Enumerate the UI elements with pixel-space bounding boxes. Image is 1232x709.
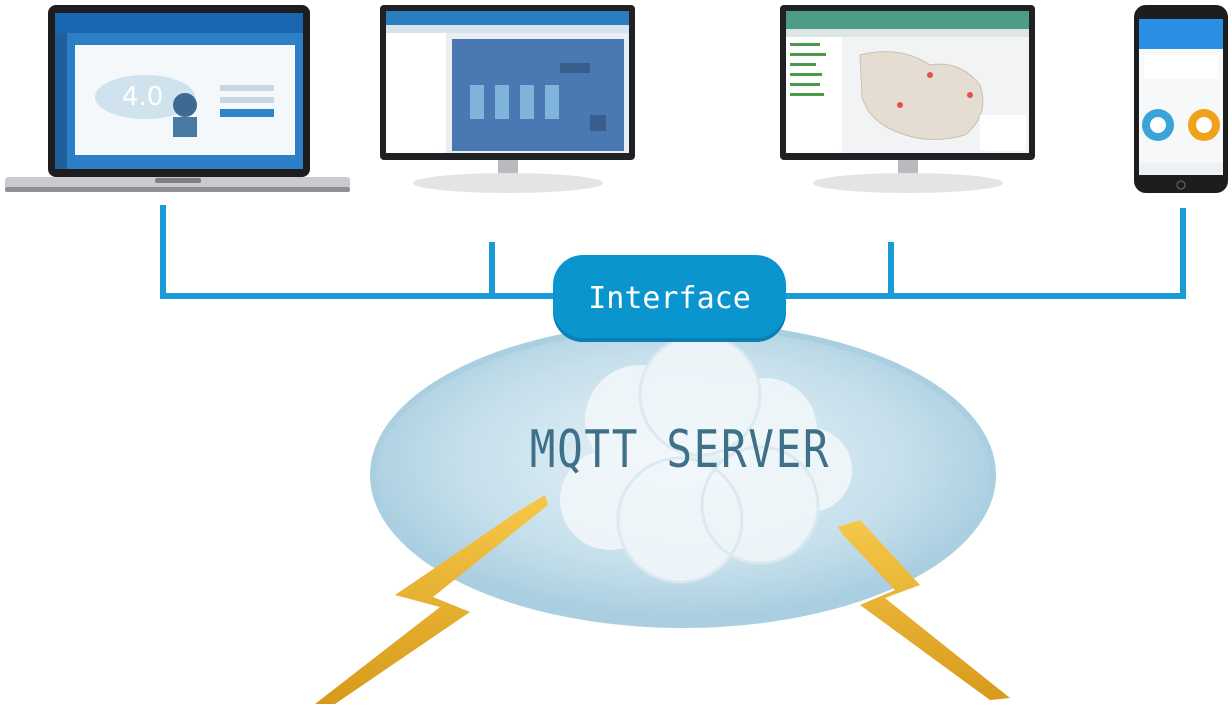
mobile-phone-device (1134, 5, 1228, 193)
lightning-right-icon (838, 520, 1010, 700)
laptop-badge-text: 4.0 (122, 82, 163, 112)
cloud-shape (370, 322, 996, 628)
monitor-process-device (380, 5, 635, 193)
laptop-device: 4.0 (5, 5, 350, 192)
lightning-left-icon (315, 495, 548, 704)
monitor-map-device (780, 5, 1035, 193)
server-label: MQTT SERVER (529, 420, 831, 480)
interface-label: Interface (588, 281, 751, 316)
interface-badge: Interface (553, 255, 786, 342)
